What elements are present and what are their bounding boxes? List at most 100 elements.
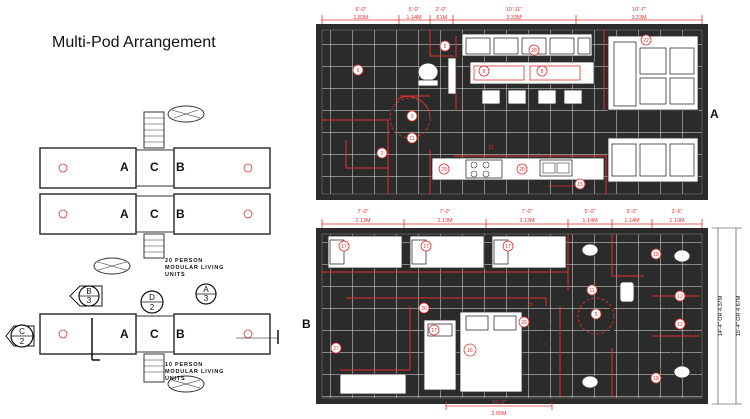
tag-number: 21 <box>488 145 494 151</box>
pod-arrangement-diagram: A C B A C B 20 PERSON MODULAR LIVING UNI… <box>5 105 279 393</box>
dim-metric: 1.14M <box>582 218 598 224</box>
dim-feet: 2'-0" <box>436 7 447 13</box>
tag-number: 20 <box>519 167 525 173</box>
note-20-line: MODULAR LIVING <box>165 265 224 271</box>
tag-number: 23 <box>527 302 533 308</box>
stove-icon <box>465 159 503 179</box>
spiral-stair-icon <box>93 257 131 275</box>
dim-feet: 5'-0" <box>627 209 638 215</box>
dining-table <box>469 61 595 85</box>
dim-feet: 5'-0" <box>585 209 596 215</box>
pod-label: B <box>176 327 185 341</box>
pod-label: C <box>150 160 159 174</box>
side-dimension: 15'-4" OR 4.67M <box>736 295 742 336</box>
tag-number: 29 <box>441 167 447 173</box>
dim-feet: 10'-7" <box>632 7 646 13</box>
pod-label: B <box>176 207 185 221</box>
pod-label: A <box>120 207 129 221</box>
section-marker: C 2 <box>5 324 35 348</box>
spiral-stair-icon <box>167 105 205 123</box>
section-marker: A 3 <box>195 283 217 305</box>
tag-number: 28 <box>531 48 537 54</box>
section-marker: B 3 <box>69 285 103 307</box>
tag-number: 27 <box>333 346 339 352</box>
section-marker: D 2 <box>140 290 164 314</box>
sink-icon <box>581 243 599 257</box>
plan-a-label: A <box>710 107 719 121</box>
dim-feet: 7'-0" <box>358 209 369 215</box>
note-10-line: MODULAR LIVING <box>165 369 224 375</box>
tag-number: 2 <box>381 151 384 157</box>
sink-icon <box>581 375 599 389</box>
tag-number: 8 <box>483 69 486 75</box>
dim-metric: 3.33M <box>506 15 522 21</box>
bench-seating <box>461 33 593 57</box>
tag-number: 17 <box>431 328 437 334</box>
tag-number: 17 <box>505 244 511 250</box>
tag-number: 5 <box>444 44 447 50</box>
pod-module <box>173 193 271 235</box>
section-marker-top: B <box>86 287 91 296</box>
bench <box>339 373 407 395</box>
tag-number: 18 <box>653 376 659 382</box>
dim-feet: 7'-0" <box>440 209 451 215</box>
pod-module <box>173 313 271 355</box>
tag-number: 6 <box>357 68 360 74</box>
tag-number: 26 <box>421 306 427 312</box>
pod-label: A <box>120 327 129 341</box>
section-marker-top: A <box>203 285 209 294</box>
tag-number: 11 <box>589 288 594 294</box>
section-marker-top: C <box>19 327 25 336</box>
dim-feet: 3'-6" <box>672 209 683 215</box>
dim-metric: 2.13M <box>437 218 453 224</box>
tag-number: 17 <box>341 244 347 250</box>
plan-b-label: B <box>302 317 311 331</box>
office-chair <box>417 62 439 82</box>
sofa <box>607 137 699 183</box>
dim-metric: 1.10M <box>669 218 685 224</box>
pod-label: C <box>150 327 159 341</box>
dim-metric: 3.23M <box>631 15 647 21</box>
section-marker-top: D <box>149 293 155 302</box>
side-dimension: 14'-4" OR 4.37M <box>718 295 724 336</box>
tag-number: 3 <box>411 114 414 120</box>
section-marker-bottom: 2 <box>150 303 155 312</box>
tag-number: 18 <box>653 252 659 258</box>
dim-feet: 5'-0" <box>409 7 420 13</box>
tag-number: 11 <box>409 136 414 142</box>
dim-feet: 10'-0" <box>492 400 506 406</box>
pod-label: B <box>176 160 185 174</box>
tag-number: 15 <box>577 182 583 188</box>
tag-number: 22 <box>643 38 649 44</box>
spiral-stair-icon <box>167 375 205 393</box>
tag-number: 26 <box>521 320 527 326</box>
page-title: Multi-Pod Arrangement <box>52 34 216 51</box>
dim-metric: 1.14M <box>624 218 640 224</box>
tag-number: 5 <box>595 312 598 318</box>
tag-number: 17 <box>423 244 429 250</box>
sink-icon <box>539 159 573 177</box>
connector-corridor <box>135 195 175 233</box>
dim-metric: 1.14M <box>406 15 422 21</box>
section-marker-bottom: 3 <box>87 296 92 305</box>
sofa <box>607 35 699 111</box>
section-marker-bottom: 3 <box>204 294 209 303</box>
floor-plan-a: 6'-0" 1.83M 5'-0" 1.14M 2'-0" .61M 10'-1… <box>316 7 719 200</box>
dim-metric: 1.83M <box>353 15 369 21</box>
pod-label: A <box>120 160 129 174</box>
note-10-line: 10 PERSON <box>165 362 203 368</box>
note-20-line: 20 PERSON <box>165 258 203 264</box>
tag-number: 12 <box>677 322 683 328</box>
pod-module <box>173 147 271 189</box>
toilet-icon <box>619 281 635 303</box>
connector-corridor <box>135 149 175 187</box>
note-20-line: UNITS <box>165 272 186 278</box>
section-marker-bottom: 2 <box>20 337 25 346</box>
dim-metric: 3.05M <box>491 411 507 417</box>
dim-feet: 6'-0" <box>356 7 367 13</box>
dim-metric: 2.13M <box>355 218 371 224</box>
tag-number: 12 <box>677 294 683 300</box>
dim-feet: 7'-0" <box>522 209 533 215</box>
pod-label: C <box>150 207 159 221</box>
